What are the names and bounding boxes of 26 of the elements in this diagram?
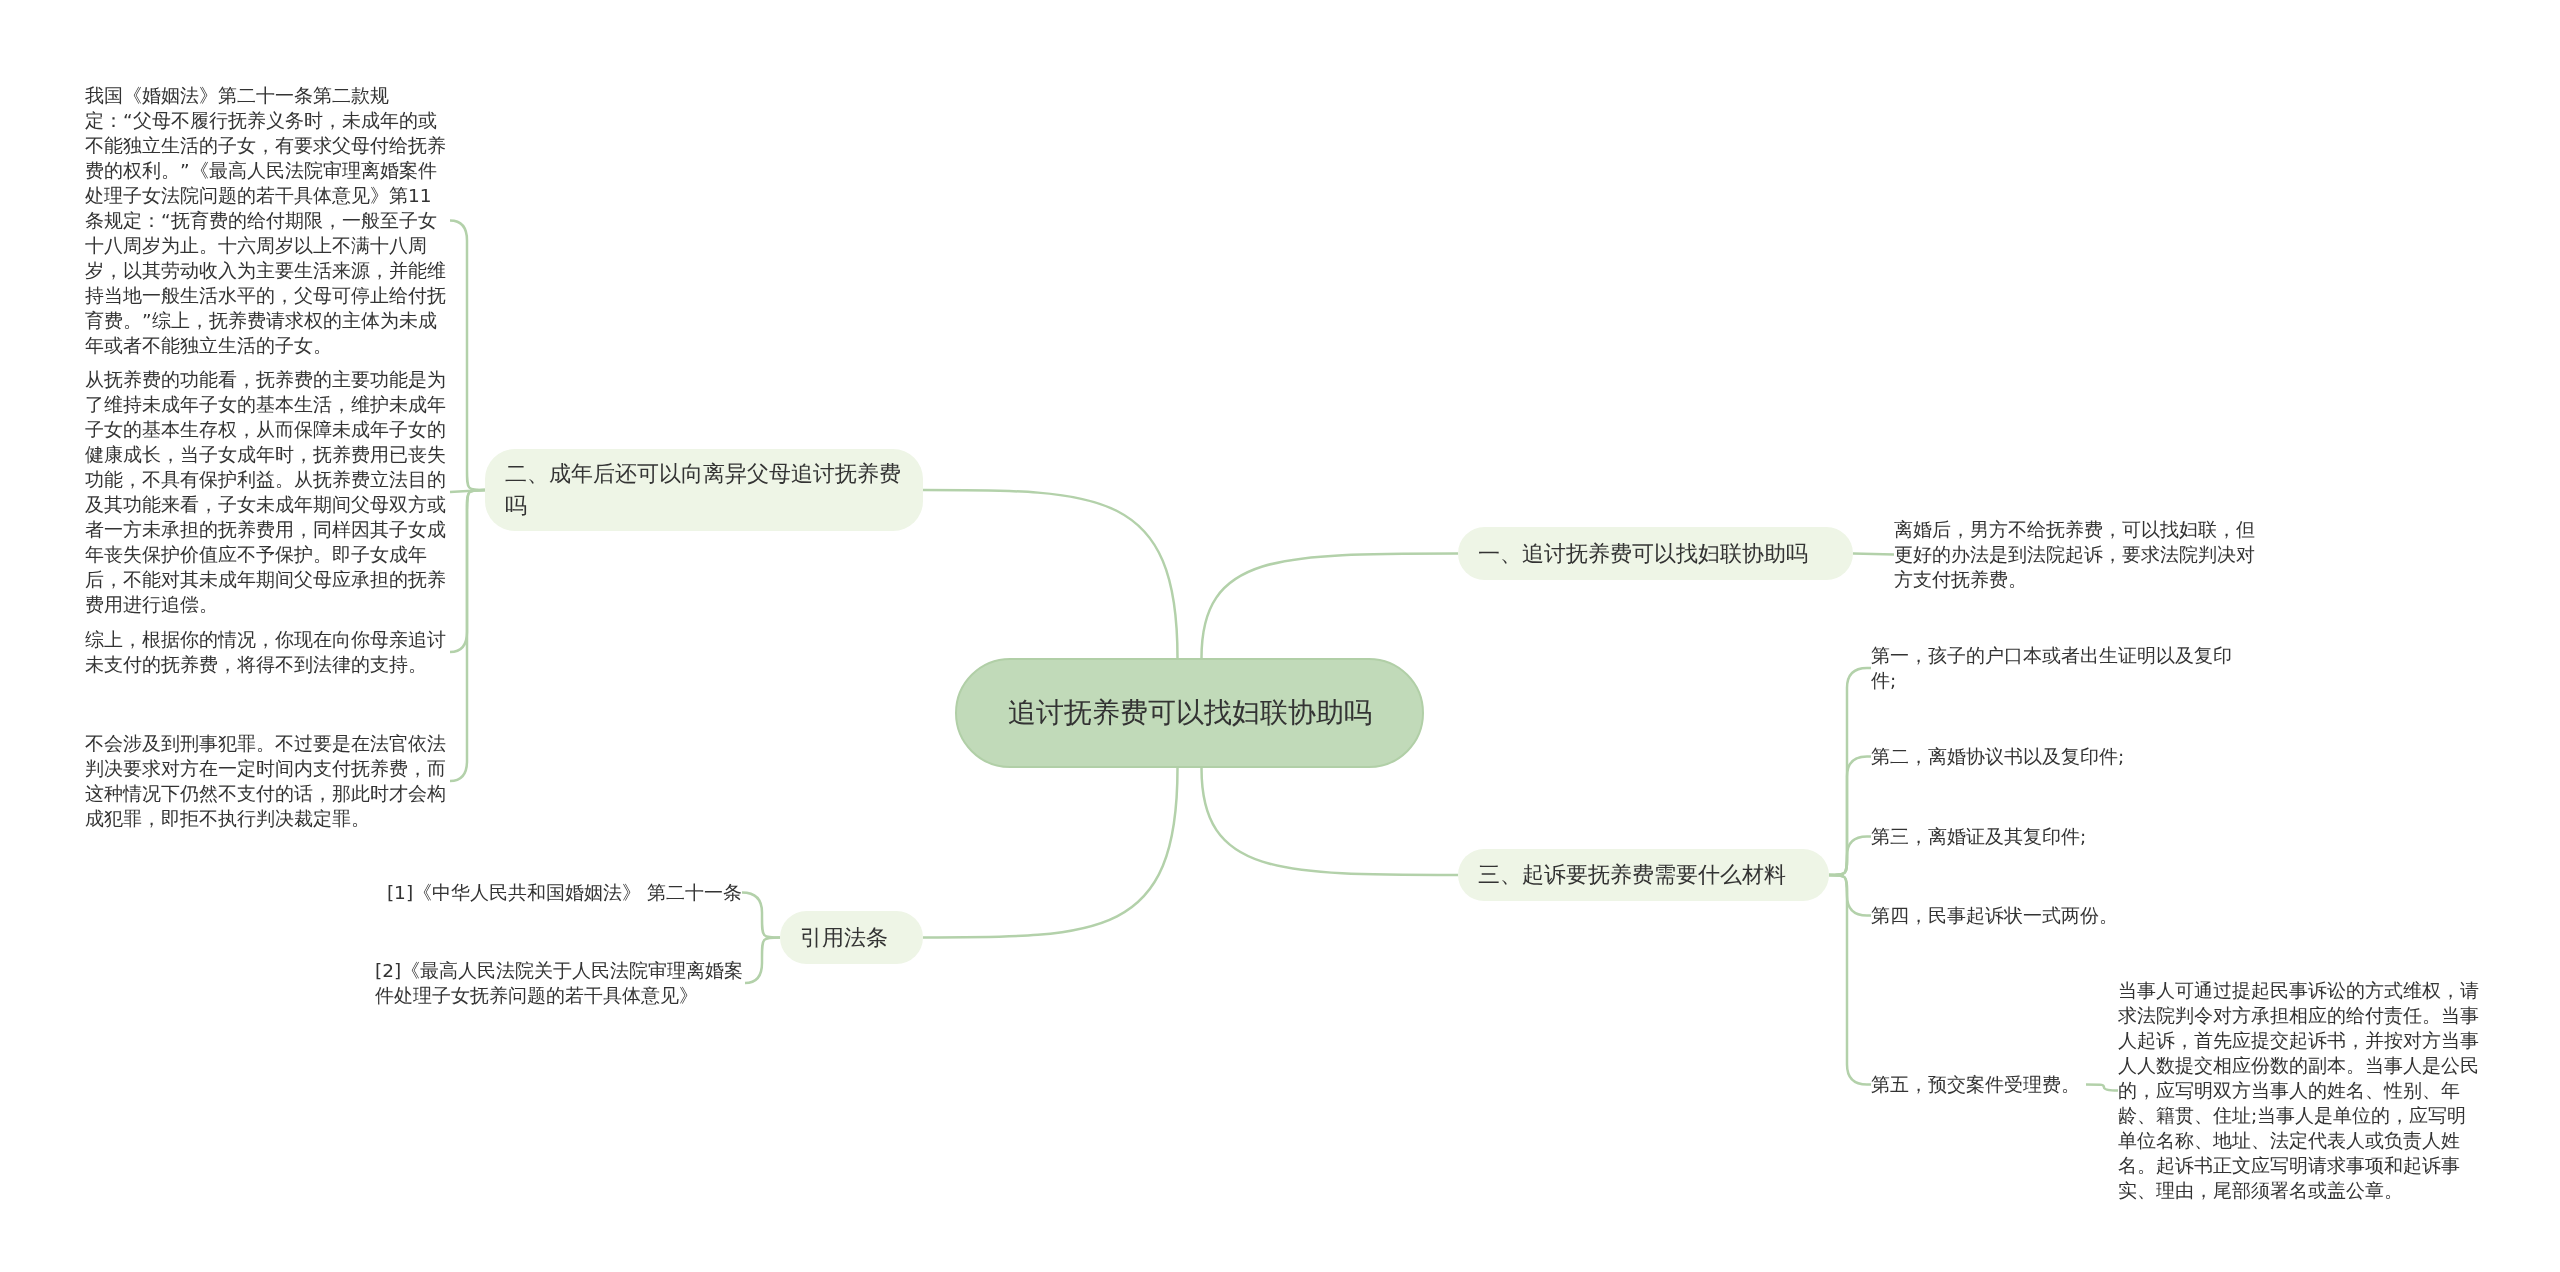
note-text: 我国《婚姻法》第二十一条第二款规定：“父母不履行抚养义务时，未成年的或不能独立生活的子女，有要求父母付给抚养费的权利。”《最高人民法院审理离婚案件处理子女法院问题的若干具体意见》第11条规定：“抚育费的给付期限，一般至子女十八周岁为止。十六周岁以上不满十八周岁，以其劳动收入为主要生活来源，并能维持当地一般生活水平的，父母可停止给付抚育费。”综上，抚养费请求权的主体为未成年或者不能独立生活的子女。 xyxy=(85,83,450,358)
note-text: 第一，孩子的户口本或者出生证明以及复印件; xyxy=(1871,643,2241,693)
central-topic: 追讨抚养费可以找妇联协助吗 xyxy=(955,658,1424,768)
connector-line xyxy=(448,488,485,783)
note-text: 离婚后，男方不给抚养费，可以找妇联，但更好的办法是到法院起诉，要求法院判决对方支付抚养费。 xyxy=(1894,517,2260,592)
note-text: 第五，预交案件受理费。 xyxy=(1871,1072,2086,1097)
note-text: [2]《最高人民法院关于人民法院审理离婚案件处理子女抚养问题的若干具体意见》 xyxy=(375,958,745,1008)
note-text: 综上，根据你的情况，你现在向你母亲追讨未支付的抚养费，将得不到法律的支持。 xyxy=(85,627,450,677)
note-text: 从抚养费的功能看，抚养费的主要功能是为了维持未成年子女的基本生活，维护未成年子女的基本生存权，从而保障未成年子女的健康成长，当子女成年时，抚养费用已丧失功能，不具有保护利益。从抚养费立法目的及其功能来看，子女未成年期间父母双方或者一方未承担的抚养费用，同样因其子女成年丧失保护价值应不予保护。即子女成年后，不能对其未成年期间父母应承担的抚养费用进行追偿。 xyxy=(85,367,450,617)
connector-line xyxy=(1200,552,1458,659)
topic-box: 引用法条 xyxy=(780,911,923,964)
topic-box: 一、追讨抚养费可以找妇联协助吗 xyxy=(1458,527,1853,580)
note-text: 当事人可通过提起民事诉讼的方式维权，请求法院判令对方承担相应的给付责任。当事人起诉，首先应提交起诉书，并按对方当事人人数提交相应份数的副本。当事人是公民的，应写明双方当事人的姓名、性别、年龄、籍贯、住址;当事人是单位的，应写明单位名称、地址、法定代表人或负责人姓名。起诉书正文应写明请求事项和起诉事实、理由，尾部须署名或盖公章。 xyxy=(2118,978,2484,1203)
connector-line xyxy=(923,488,1179,659)
connector-line xyxy=(1852,552,1895,556)
connector-line xyxy=(1200,767,1458,877)
note-text: 第三，离婚证及其复印件; xyxy=(1871,824,2171,849)
note-text: 第二，离婚协议书以及复印件; xyxy=(1871,744,2171,769)
note-text: 第四，民事起诉状一式两份。 xyxy=(1871,903,2171,928)
note-text: [1]《中华人民共和国婚姻法》 第二十一条 xyxy=(370,880,742,905)
connector-line xyxy=(2086,1083,2120,1092)
topic-box: 三、起诉要抚养费需要什么材料 xyxy=(1458,849,1829,901)
connector-line xyxy=(743,936,780,985)
topic-box: 二、成年后还可以向离异父母追讨抚养费吗 xyxy=(485,449,923,531)
note-text: 不会涉及到刑事犯罪。不过要是在法官依法判决要求对方在一定时间内支付抚养费，而这种情况下仍然不支付的话，那此时才会构成犯罪，即拒不执行判决裁定罪。 xyxy=(85,731,450,831)
connector-line xyxy=(923,767,1179,939)
